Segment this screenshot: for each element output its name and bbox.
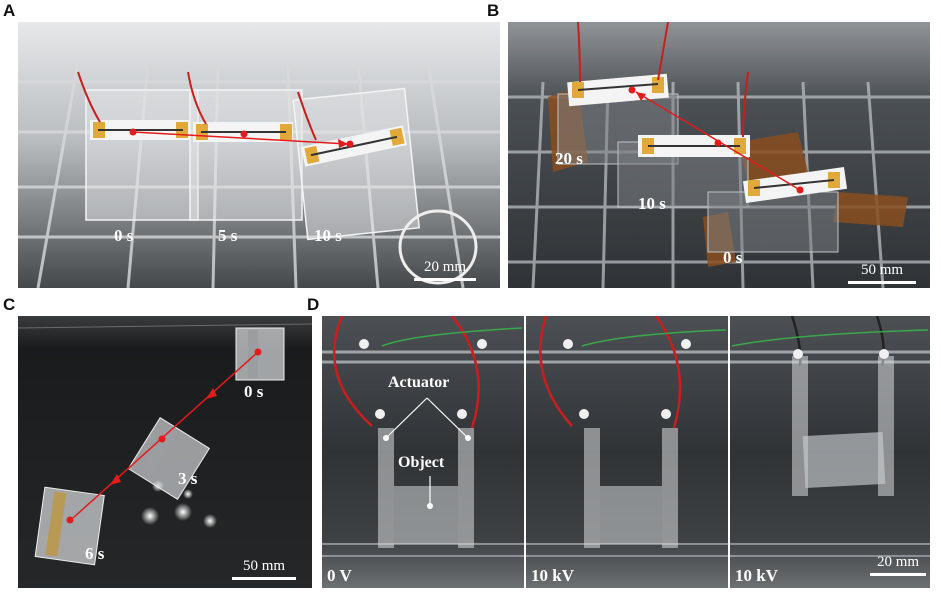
actuator-strip [567, 73, 669, 107]
scale-bar-d: 20 mm [870, 554, 926, 576]
trajectory-arrow [129, 128, 354, 148]
time-label-a-0: 0 s [114, 226, 134, 245]
panel-d-scene [322, 316, 930, 588]
panel-a-scene [18, 22, 500, 288]
voltage-label-1: 10 kV [531, 566, 574, 585]
scale-label-b: 50 mm [860, 262, 904, 278]
actuator-label: Actuator [388, 374, 450, 391]
scale-label-a: 20 mm [423, 259, 467, 275]
voltage-label-0: 0 V [327, 566, 352, 585]
panel-a-photo: 0 s 5 s 10 s 20 mm [18, 22, 500, 288]
object-label: Object [398, 454, 445, 471]
time-label-b-1: 10 s [638, 194, 666, 213]
panel-label-c: C [3, 295, 16, 314]
panel-c-scene [18, 316, 312, 588]
voltage-label-2: 10 kV [735, 566, 778, 585]
frame-0v [332, 316, 523, 548]
time-label-a-1: 5 s [218, 226, 238, 245]
panel-label-a: A [3, 1, 16, 20]
panel-c-photo: 0 s 3 s 6 s 50 mm [18, 316, 312, 588]
frame-10kv-b [731, 316, 929, 496]
panel-label-b: B [487, 1, 500, 20]
scale-label-c: 50 mm [242, 558, 286, 574]
scale-bar-a: 20 mm [414, 259, 476, 281]
ring-object [398, 209, 478, 285]
time-label-c-1: 3 s [178, 469, 198, 488]
scale-bar-b: 50 mm [848, 262, 916, 284]
panel-label-d: D [307, 295, 320, 314]
device [34, 486, 105, 566]
panel-b-photo: 20 s 10 s 0 s 50 mm [508, 22, 930, 288]
scale-bar-c: 50 mm [232, 558, 296, 580]
panel-d-photo: Actuator Object 0 V 10 kV 10 kV 20 mm [322, 316, 930, 588]
scale-label-d: 20 mm [876, 554, 920, 570]
panel-b-scene [508, 22, 930, 288]
frame-10kv-a [539, 316, 727, 548]
time-label-c-2: 6 s [85, 544, 105, 563]
trajectory-arrow [628, 86, 804, 194]
time-label-b-2: 0 s [723, 248, 743, 267]
device [127, 417, 211, 501]
trajectory-arrow [66, 348, 262, 524]
time-label-b-0: 20 s [555, 149, 583, 168]
time-label-c-0: 0 s [244, 382, 264, 401]
time-label-a-2: 10 s [314, 226, 342, 245]
actuator-strip [742, 167, 848, 203]
